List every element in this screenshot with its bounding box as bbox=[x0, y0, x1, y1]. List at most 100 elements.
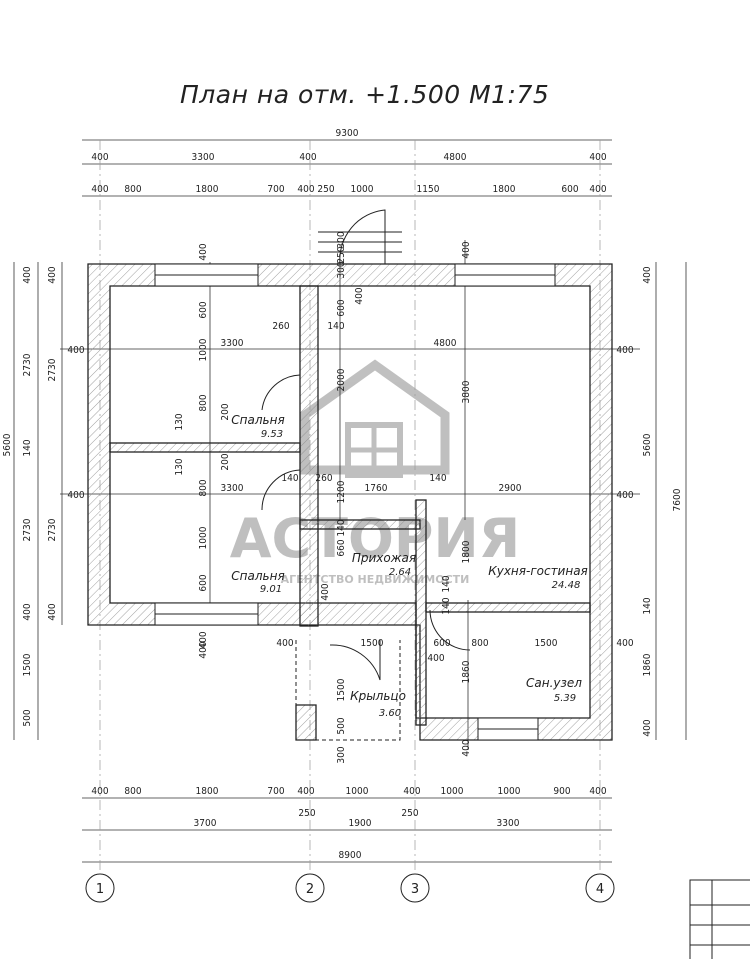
dim-text: 800 bbox=[471, 638, 488, 649]
dim-text: 3800 bbox=[461, 380, 472, 403]
dim-text: 400 bbox=[299, 152, 316, 163]
axis-marker-2 bbox=[295, 873, 325, 903]
dim-left-outer: 400 2730 140 2730 400 1500 500 bbox=[22, 266, 33, 726]
dim-right-outer: 400 5600 140 1860 400 bbox=[642, 266, 653, 736]
axis-marker-1 bbox=[85, 873, 115, 903]
dim-text: 600 bbox=[198, 574, 209, 591]
dim-text: 250 bbox=[317, 184, 334, 195]
partition-bath-top bbox=[425, 602, 591, 613]
dim-interior: 400 600 1000 800 200 130 130 200 800 100… bbox=[67, 231, 633, 763]
dim-text: 400 bbox=[616, 345, 633, 356]
dim-text: 140 bbox=[336, 519, 347, 536]
dim-left-inner: 400 2730 2730 400 bbox=[47, 266, 58, 620]
dim-top-row3: 400 800 1800 700 400 250 1000 1150 1800 … bbox=[91, 184, 606, 195]
dim-text: 800 bbox=[124, 786, 141, 797]
partition-hall-left bbox=[299, 285, 319, 627]
axis-label-2: 2 bbox=[306, 882, 314, 897]
dim-text: 400 bbox=[47, 266, 58, 283]
axis-label-4: 4 bbox=[596, 882, 604, 897]
axis-markers bbox=[85, 873, 615, 903]
door-bath bbox=[429, 609, 471, 651]
dim-text: 2730 bbox=[22, 518, 33, 541]
dim-text: 4800 bbox=[444, 152, 467, 163]
room-name-porch: Крыльцо bbox=[350, 689, 406, 703]
outer-wall-main bbox=[87, 263, 613, 741]
dim-text: 1800 bbox=[461, 540, 472, 563]
dim-text: 400 bbox=[91, 152, 108, 163]
dim-text: 140 bbox=[429, 473, 446, 484]
dim-text: 140 bbox=[327, 321, 344, 332]
dim-text: 400 bbox=[320, 583, 331, 600]
dim-text: 3300 bbox=[192, 152, 215, 163]
dim-text: 1150 bbox=[417, 184, 440, 195]
room-area-bedroom-2: 9.01 bbox=[260, 584, 282, 595]
room-name-hallway: Прихожая bbox=[352, 551, 416, 565]
dim-text: 1000 bbox=[198, 526, 209, 549]
dim-bottom-total: 8900 bbox=[339, 850, 362, 861]
dim-left-total: 5600 bbox=[2, 433, 13, 456]
dim-text: 400 bbox=[22, 266, 33, 283]
dim-text: 400 bbox=[461, 739, 472, 756]
door-hall-entrance bbox=[329, 640, 381, 681]
dim-text: 140 bbox=[22, 439, 33, 456]
axis-marker-4 bbox=[585, 873, 615, 903]
dim-text: 800 bbox=[198, 394, 209, 411]
dim-text: 1800 bbox=[196, 184, 219, 195]
dim-right-total: 7600 bbox=[672, 488, 683, 511]
dim-text: 1500 bbox=[535, 638, 558, 649]
dim-bottom-small-left: 250 bbox=[298, 808, 315, 819]
partition-hall-top bbox=[299, 519, 421, 530]
dim-text: 2000 bbox=[336, 368, 347, 391]
dim-text: 200 bbox=[220, 453, 231, 470]
porch-steps bbox=[318, 231, 402, 253]
dim-text: 1800 bbox=[196, 786, 219, 797]
room-name-bathroom: Сан.узел bbox=[526, 676, 582, 690]
dim-text: 2730 bbox=[47, 518, 58, 541]
dim-text: 400 bbox=[589, 184, 606, 195]
door-bedroom-top bbox=[261, 374, 301, 411]
dim-text: 400 bbox=[589, 152, 606, 163]
watermark-brand: АСТОРИЯ bbox=[230, 507, 521, 570]
dim-bottom-row1: 400 800 1800 700 400 1000 400 1000 1000 … bbox=[91, 786, 606, 797]
room-area-kitchen-living: 24.48 bbox=[552, 580, 581, 591]
axis-label-3: 3 bbox=[411, 882, 419, 897]
dim-text: 400 bbox=[91, 184, 108, 195]
porch-outline bbox=[295, 640, 401, 741]
dim-text: 600 bbox=[561, 184, 578, 195]
dim-text: 660 bbox=[336, 539, 347, 556]
dim-text: 4800 bbox=[434, 338, 457, 349]
dim-text: 5600 bbox=[642, 433, 653, 456]
dim-top-row2: 400 3300 400 4800 400 bbox=[91, 152, 606, 163]
dim-text: 400 bbox=[403, 786, 420, 797]
walls bbox=[87, 263, 613, 741]
dim-text: 400 bbox=[589, 786, 606, 797]
title-block bbox=[689, 879, 750, 959]
dim-text: 260 bbox=[272, 321, 289, 332]
dim-text: 3300 bbox=[497, 818, 520, 829]
axis-label-1: 1 bbox=[96, 882, 104, 897]
dim-text: 1860 bbox=[642, 653, 653, 676]
dim-text: 1200 bbox=[336, 480, 347, 503]
dim-text: 1800 bbox=[493, 184, 516, 195]
dim-text: 1500 bbox=[361, 638, 384, 649]
windows bbox=[154, 263, 556, 741]
porch-wall bbox=[295, 704, 317, 741]
dim-text: 700 bbox=[267, 786, 284, 797]
dim-text: 500 bbox=[336, 717, 347, 734]
dim-text: 140 bbox=[642, 597, 653, 614]
dim-text: 400 bbox=[297, 184, 314, 195]
room-area-bedroom-1: 9.53 bbox=[261, 429, 283, 440]
dim-text: 400 bbox=[427, 653, 444, 664]
dim-text: 600 bbox=[433, 638, 450, 649]
dim-text: 400 bbox=[22, 603, 33, 620]
dim-text: 1760 bbox=[365, 483, 388, 494]
room-labels: Спальня 9.53 Спальня 9.01 Прихожая 2.64 … bbox=[231, 413, 587, 719]
dim-text: 3300 bbox=[221, 483, 244, 494]
dim-text: 1000 bbox=[198, 338, 209, 361]
dimension-lines bbox=[13, 139, 687, 863]
dim-text: 2730 bbox=[47, 358, 58, 381]
dim-text: 800 bbox=[198, 479, 209, 496]
dim-text: 400 bbox=[642, 266, 653, 283]
dim-text: 400 bbox=[297, 786, 314, 797]
